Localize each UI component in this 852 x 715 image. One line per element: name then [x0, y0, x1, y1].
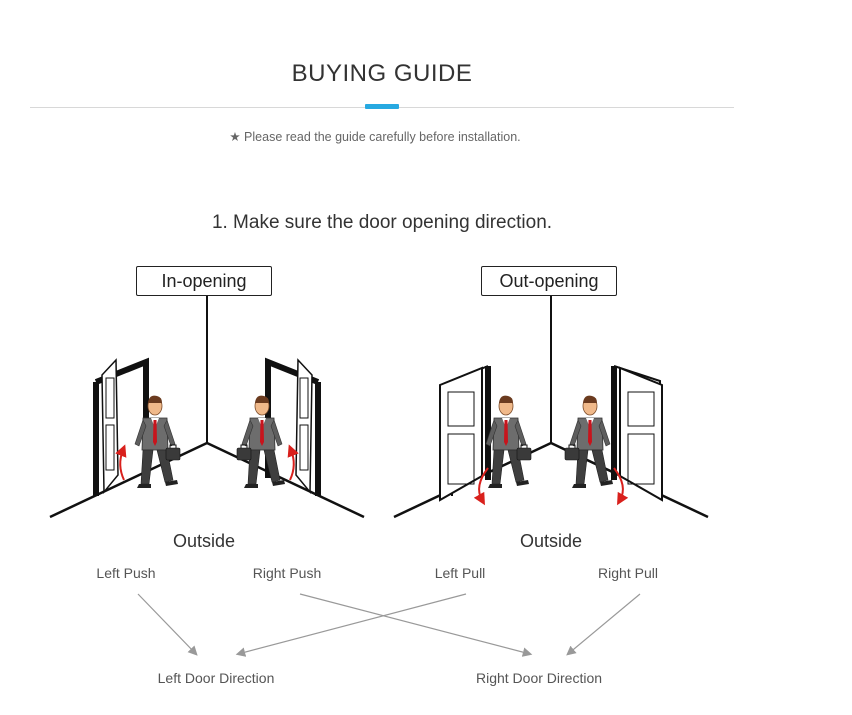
out-opening-outside-label: Outside — [519, 531, 583, 551]
right-pull-label: Right Pull — [598, 565, 658, 581]
in-opening-label-box: In-opening — [136, 266, 272, 296]
left-push-label: Left Push — [96, 565, 156, 581]
title-accent-bar — [365, 104, 399, 109]
out-opening-label: Out-opening — [499, 270, 599, 291]
right-push-label: Right Push — [252, 565, 322, 581]
right-door-direction-label: Right Door Direction — [475, 670, 603, 686]
step-heading: 1. Make sure the door opening direction. — [211, 212, 553, 233]
direction-arrows — [137, 593, 641, 657]
in-opening-panel — [49, 296, 365, 519]
page-title: BUYING GUIDE — [291, 60, 473, 87]
left-door-direction-label: Left Door Direction — [157, 670, 275, 686]
left-pull-label: Left Pull — [434, 565, 486, 581]
out-opening-panel — [393, 296, 709, 519]
installation-note: ★ Please read the guide carefully before… — [229, 130, 521, 144]
out-opening-label-box: Out-opening — [481, 266, 617, 296]
in-opening-outside-label: Outside — [172, 531, 236, 551]
in-opening-label: In-opening — [161, 270, 247, 291]
